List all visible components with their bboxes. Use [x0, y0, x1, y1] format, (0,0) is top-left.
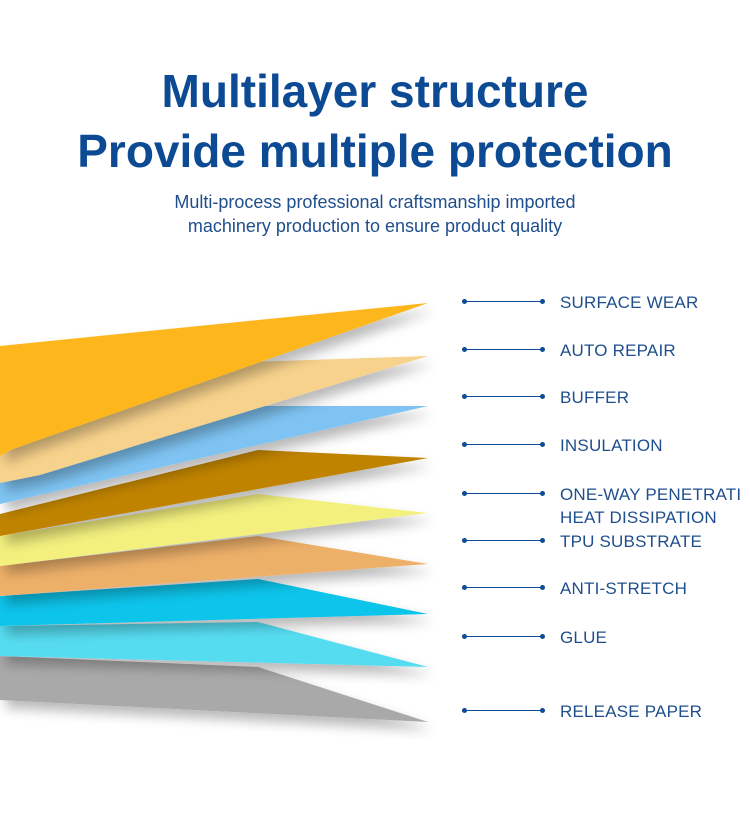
subtitle-line-1: Multi-process professional craftsmanship… — [174, 192, 576, 212]
layer-name: ONE-WAY PENETRATI — [560, 485, 742, 504]
layer-sheet-anti-stretch — [0, 579, 428, 626]
layer-name: AUTO REPAIR — [560, 341, 676, 360]
layer-sheet-surface-wear — [0, 303, 428, 456]
page-title-line-2: Provide multiple protection — [77, 125, 673, 177]
connector-line — [462, 636, 544, 637]
page-title-line-1: Multilayer structure — [161, 65, 589, 117]
layer-name: SURFACE WEAR — [560, 293, 699, 312]
layer-name: RELEASE PAPER — [560, 702, 703, 721]
connector-dot — [462, 299, 467, 304]
connector-dot — [540, 491, 545, 496]
connector-dot — [462, 538, 467, 543]
layer-sheet-glue — [0, 622, 428, 667]
layer-stack-illustration — [0, 303, 428, 722]
connector-dot — [540, 538, 545, 543]
layer-sheet-tpu-substrate — [0, 536, 428, 596]
layer-name: INSULATION — [560, 436, 663, 455]
connector-dot — [540, 708, 545, 713]
connector-line — [462, 396, 544, 397]
connector-dot — [462, 491, 467, 496]
layer-name-line-2: HEAT DISSIPATION — [560, 508, 717, 527]
connector-dot — [540, 442, 545, 447]
connector-dot — [462, 394, 467, 399]
connector-dot — [462, 585, 467, 590]
connector-dot — [462, 708, 467, 713]
subtitle-line-2: machinery production to ensure product q… — [187, 216, 563, 236]
layer-sheet-release-paper — [0, 656, 428, 722]
layer-sheet-one-way-penetrati — [0, 494, 428, 566]
connector-dot — [540, 585, 545, 590]
connector-line — [462, 540, 544, 541]
connector-line — [462, 493, 544, 494]
layer-name: GLUE — [560, 628, 608, 647]
layer-sheet-insulation — [0, 450, 428, 536]
connector-dot — [462, 442, 467, 447]
layer-name: BUFFER — [560, 388, 630, 407]
connector-dot — [462, 634, 467, 639]
connector-line — [462, 301, 544, 302]
connector-dot — [540, 394, 545, 399]
connector-dot — [540, 347, 545, 352]
connector-dot — [540, 299, 545, 304]
layer-sheet-buffer — [0, 406, 428, 504]
layer-name: TPU SUBSTRATE — [560, 532, 703, 551]
connector-line — [462, 710, 544, 711]
connector-line — [462, 349, 544, 350]
layer-name: ANTI-STRETCH — [560, 579, 688, 598]
connector-dot — [462, 347, 467, 352]
layer-sheet-auto-repair — [0, 356, 428, 483]
connector-dot — [540, 634, 545, 639]
connector-line — [462, 587, 544, 588]
connector-line — [462, 444, 544, 445]
